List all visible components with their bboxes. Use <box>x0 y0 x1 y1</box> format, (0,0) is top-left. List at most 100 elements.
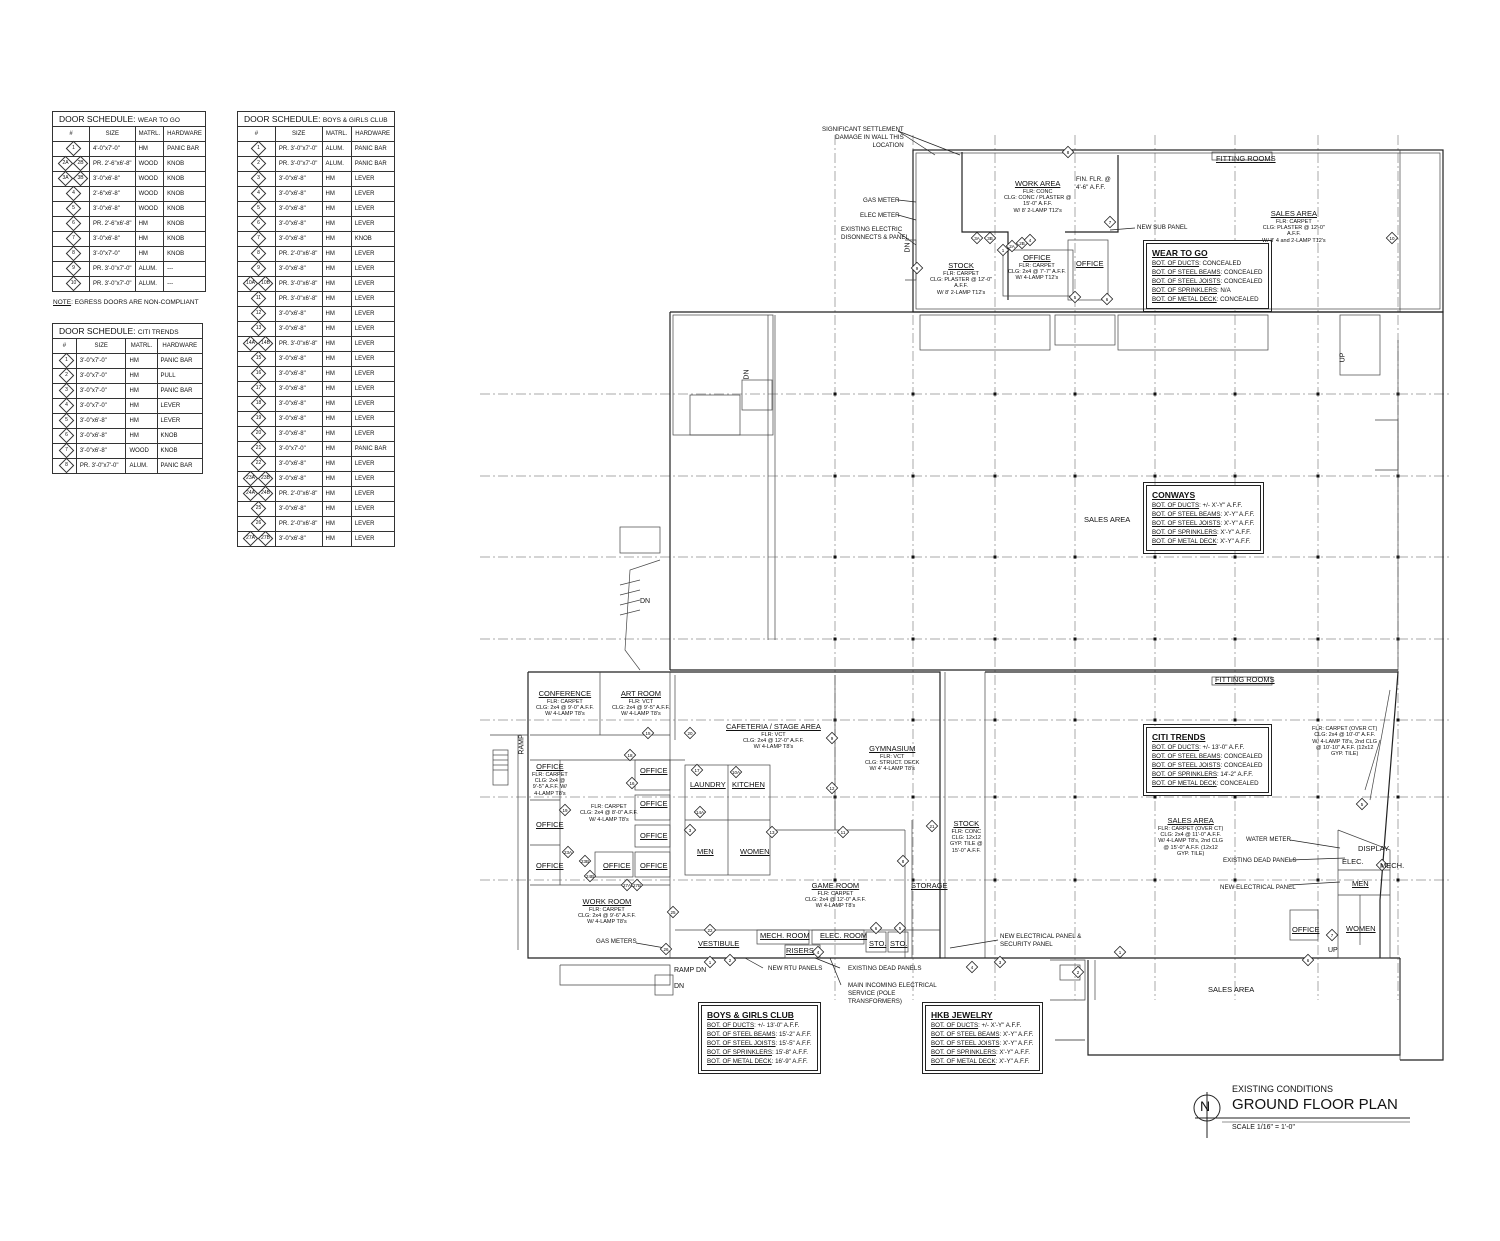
door-tag-icon: 23A <box>561 845 575 859</box>
column-marker <box>833 392 837 396</box>
door-tag-number: 11 <box>841 830 846 835</box>
door-tag-number: 17 <box>694 768 700 773</box>
door-tag-icon: 2 <box>1071 965 1085 979</box>
column-marker <box>1153 718 1157 722</box>
drawing-subtitle: EXISTING CONDITIONS <box>1232 1084 1334 1094</box>
schedule-title: DOOR SCHEDULE: WEAR TO GO <box>52 111 206 126</box>
column-marker <box>1396 795 1400 799</box>
column-marker <box>1073 718 1077 722</box>
door-tag-icon: 2 <box>723 953 737 967</box>
door-tag-icon: 10A <box>729 765 743 779</box>
column-marker <box>993 474 997 478</box>
door-tag-icon: 6 <box>869 921 883 935</box>
column-marker <box>911 795 915 799</box>
stair-label: UP <box>1328 947 1338 954</box>
door-tag-icon: 6 <box>1301 953 1315 967</box>
door-tag-icon: 14A <box>693 805 707 819</box>
room-label: DISPLAY <box>1358 844 1390 853</box>
door-tag-icon: 25 <box>666 905 680 919</box>
door-tag-number: 2 <box>729 958 732 963</box>
info-box-conways: CONWAYS BOT. OF DUCTS: +/- X'-Y" A.F.F. … <box>1143 481 1264 555</box>
door-tag-icon: 2A <box>1005 239 1019 253</box>
conways-walls <box>619 311 1444 1061</box>
door-tag-number: 23B <box>581 859 589 864</box>
stair-label: DN <box>640 598 651 605</box>
door-tag-icon: 4 <box>965 960 979 974</box>
door-tag-number: 1 <box>1002 248 1005 253</box>
room-label: OFFICE <box>640 861 668 870</box>
door-tag-icon: 3B <box>983 231 997 245</box>
door-tag-number: 7 <box>1331 933 1334 938</box>
column-marker <box>1316 474 1320 478</box>
column-marker <box>1396 718 1400 722</box>
door-tag-icon: 8 <box>896 854 910 868</box>
door-tag-icon: 20 <box>683 726 697 740</box>
room-label: OFFICE <box>640 766 668 775</box>
door-tag-icon: 10 <box>1385 231 1399 245</box>
door-tag-number: 23A <box>564 850 572 855</box>
room-label: OFFICE <box>1292 925 1320 934</box>
hardware-cell: LEVER <box>350 171 395 187</box>
door-tag-number: 26 <box>663 947 669 952</box>
column-marker <box>1073 474 1077 478</box>
door-tag-number: 6 <box>1106 297 1109 302</box>
room-label: MECH. ROOM <box>760 931 810 940</box>
door-tag-number: 19 <box>562 808 568 813</box>
column-marker <box>1153 555 1157 559</box>
door-tag-icon: 4 <box>811 945 825 959</box>
door-tag-number: 5 <box>1074 295 1077 300</box>
door-tag-number: 24B <box>586 874 594 879</box>
callout-gas-meters: GAS METERS <box>596 938 637 945</box>
column-marker <box>833 555 837 559</box>
material-cell: HM <box>321 411 352 427</box>
door-tag-number: 8 <box>902 859 905 864</box>
hardware-cell: LEVER <box>350 531 395 547</box>
door-tag-number: 22 <box>707 928 713 933</box>
info-box-citi-trends: CITI TRENDS BOT. OF DUCTS: +/- 13'-0" A.… <box>1143 723 1272 797</box>
door-tag-cell: 10 <box>52 275 90 292</box>
column-marker <box>833 474 837 478</box>
room-label: ELEC. ROOM <box>820 931 868 940</box>
size-cell: PR. 3'-0"x7'-0" <box>89 261 136 277</box>
door-tag-number: 5 <box>899 926 902 931</box>
door-tag-icon: 5 <box>1355 797 1369 811</box>
door-tag-number: 20 <box>687 731 693 736</box>
column-marker <box>911 718 915 722</box>
column-marker <box>1073 555 1077 559</box>
hardware-cell: LEVER <box>350 186 395 202</box>
door-tag-icon: 26 <box>659 942 673 956</box>
column-marker <box>1153 795 1157 799</box>
door-tag-number: 3 <box>999 960 1002 965</box>
door-tag-number: 5 <box>1361 802 1364 807</box>
column-marker <box>1316 795 1320 799</box>
door-tag-icon: 6 <box>1100 292 1114 306</box>
door-tag-icon: 7 <box>1325 928 1339 942</box>
room-label: ELEC. <box>1342 857 1364 866</box>
column-marker <box>1233 392 1237 396</box>
callout-gas-meter: GAS METER <box>863 197 900 204</box>
room-label: FLR: CARPET (OVER CT)CLG: 2x4 @ 10'-0" A… <box>1312 726 1378 758</box>
door-tag-number: 4 <box>1029 238 1032 243</box>
column-marker <box>1233 878 1237 882</box>
column-marker <box>1233 555 1237 559</box>
